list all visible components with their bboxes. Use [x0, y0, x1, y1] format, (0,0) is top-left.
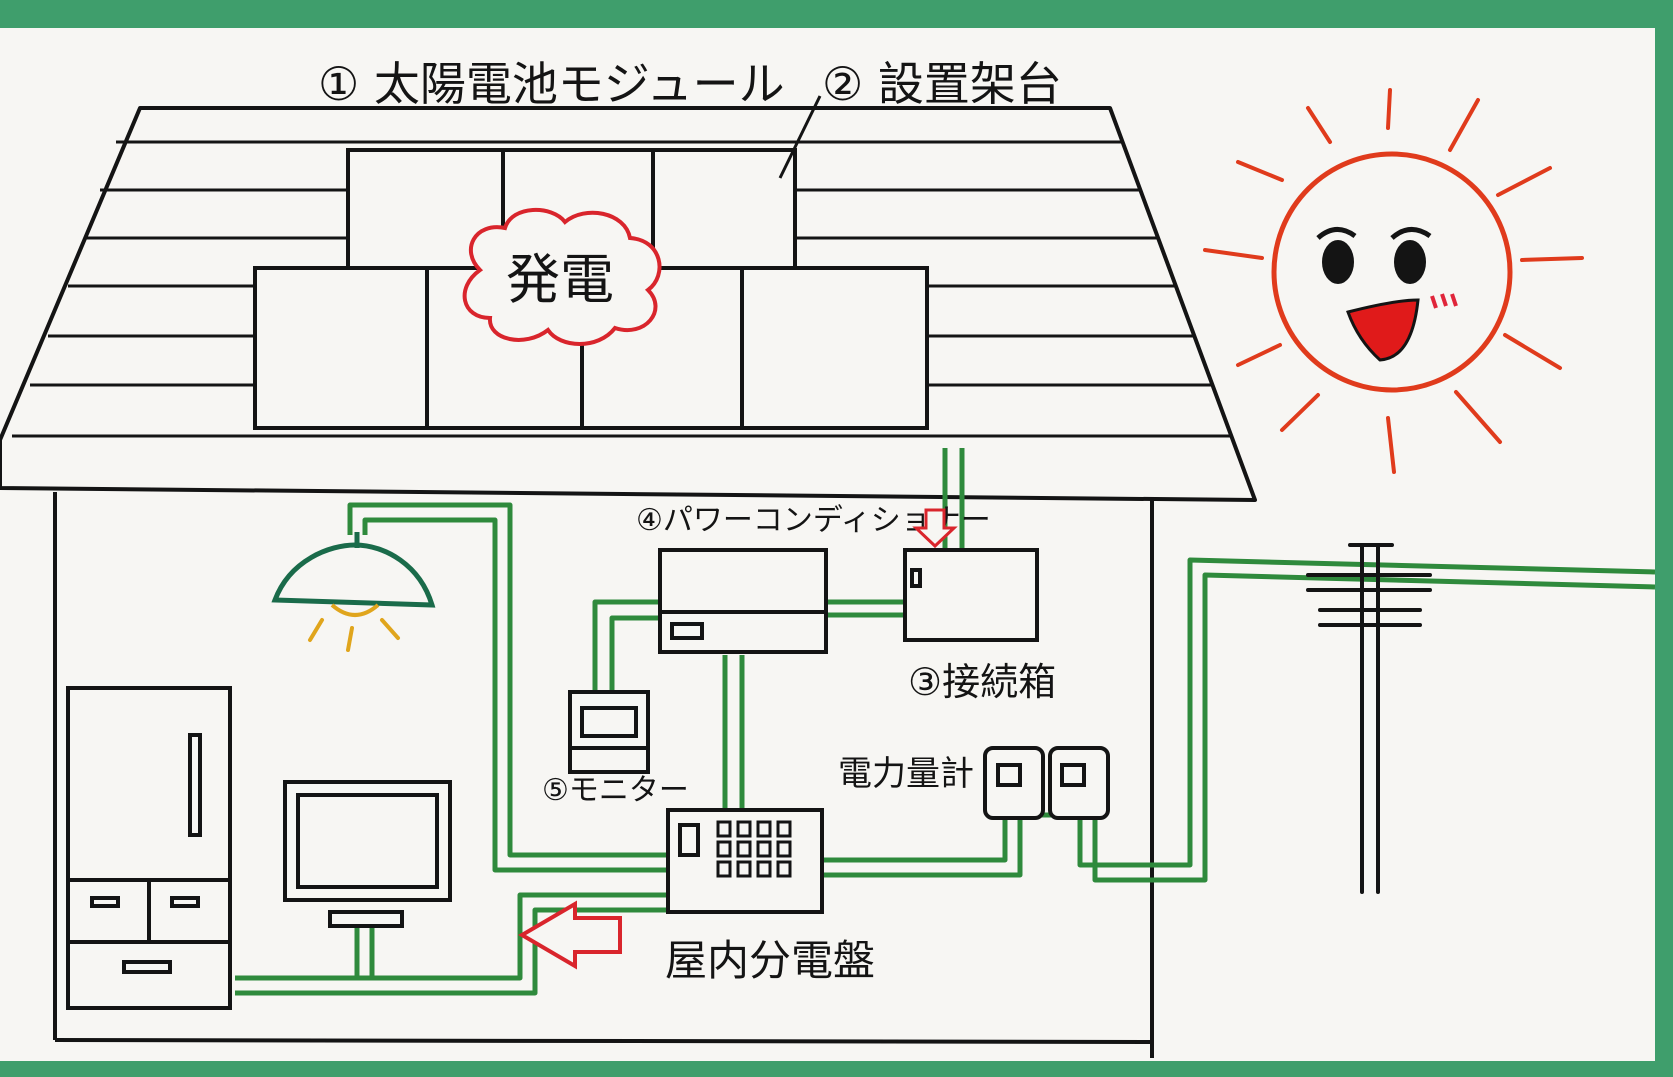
- junction-box-label: ③接続箱: [908, 660, 1056, 704]
- junction-box: [903, 548, 1039, 642]
- meter-1: [983, 746, 1045, 820]
- power-conditioner: [658, 548, 828, 654]
- mount-leader-line: [778, 95, 822, 179]
- mount-label: ② 設置架台: [822, 57, 1062, 111]
- module-label: ① 太陽電池モジュール: [318, 57, 785, 111]
- monitor: [568, 690, 650, 774]
- lamp-icon: [271, 532, 436, 652]
- utility-pole-icon: [1306, 543, 1432, 894]
- paper: 発電 ① 太陽電池モジュール ② 設置架台: [0, 28, 1655, 1061]
- sun-right-eye: [1394, 240, 1426, 284]
- sun-left-eye: [1322, 240, 1354, 284]
- hatsuden-label: 発電: [506, 248, 614, 311]
- distribution-panel-label: 屋内分電盤: [665, 936, 875, 985]
- tv-icon: [283, 780, 452, 928]
- distribution-panel: [666, 808, 824, 914]
- arrow-icon: [518, 900, 622, 970]
- arrow-icon: [912, 508, 958, 549]
- refrigerator-icon: [66, 686, 232, 1010]
- wires: [235, 448, 1655, 996]
- sun-icon: [1203, 88, 1584, 474]
- sun-mouth: [1346, 298, 1420, 362]
- solar-system-diagram: 発電 ① 太陽電池モジュール ② 設置架台: [0, 57, 1655, 1058]
- house-walls: [53, 492, 1154, 1058]
- monitor-label: ⑤モニター: [542, 773, 689, 808]
- meter-label: 電力量計: [838, 754, 974, 794]
- hatsuden-cloud: 発電: [462, 208, 662, 346]
- sun-cheek: [1430, 293, 1458, 309]
- meter-2: [1048, 746, 1110, 820]
